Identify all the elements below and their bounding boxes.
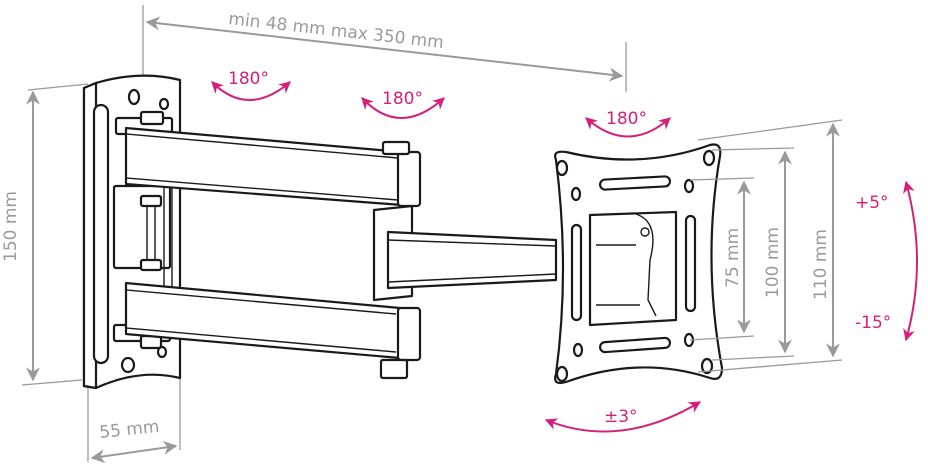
swivel-arm-label: 180° bbox=[382, 89, 423, 109]
extension-arm-inner bbox=[372, 204, 558, 302]
swivel-wall-label: 180° bbox=[228, 69, 269, 89]
upper-arm bbox=[124, 126, 422, 208]
vesa-dimensions: 75 mm 100 mm 110 mm bbox=[689, 119, 843, 373]
tilt-up-label: +5° bbox=[855, 193, 889, 213]
wall-plate-depth-label: 55 mm bbox=[98, 417, 160, 443]
plate-110-label: 110 mm bbox=[811, 229, 831, 300]
swivel-head: 180° bbox=[585, 109, 671, 138]
swivel-head-label: 180° bbox=[606, 109, 647, 129]
vesa-plate bbox=[554, 143, 724, 385]
tilt-down-label: -15° bbox=[855, 313, 891, 333]
rotation-indicator: ±3° bbox=[544, 401, 702, 433]
wall-plate-height-dimension: 150 mm bbox=[1, 83, 89, 386]
tilt-indicator: +5° -15° bbox=[855, 180, 918, 342]
extension-dimension: min 48 mm max 350 mm bbox=[142, 5, 627, 95]
rotation-label: ±3° bbox=[604, 407, 638, 427]
wall-plate-height-label: 150 mm bbox=[1, 191, 21, 262]
extension-label: min 48 mm max 350 mm bbox=[227, 9, 444, 53]
vesa-75-label: 75 mm bbox=[723, 228, 743, 288]
vesa-100-label: 100 mm bbox=[763, 227, 783, 298]
lower-arm bbox=[124, 281, 422, 380]
swivel-arm: 180° bbox=[361, 89, 445, 119]
swivel-wall: 180° bbox=[211, 69, 291, 101]
